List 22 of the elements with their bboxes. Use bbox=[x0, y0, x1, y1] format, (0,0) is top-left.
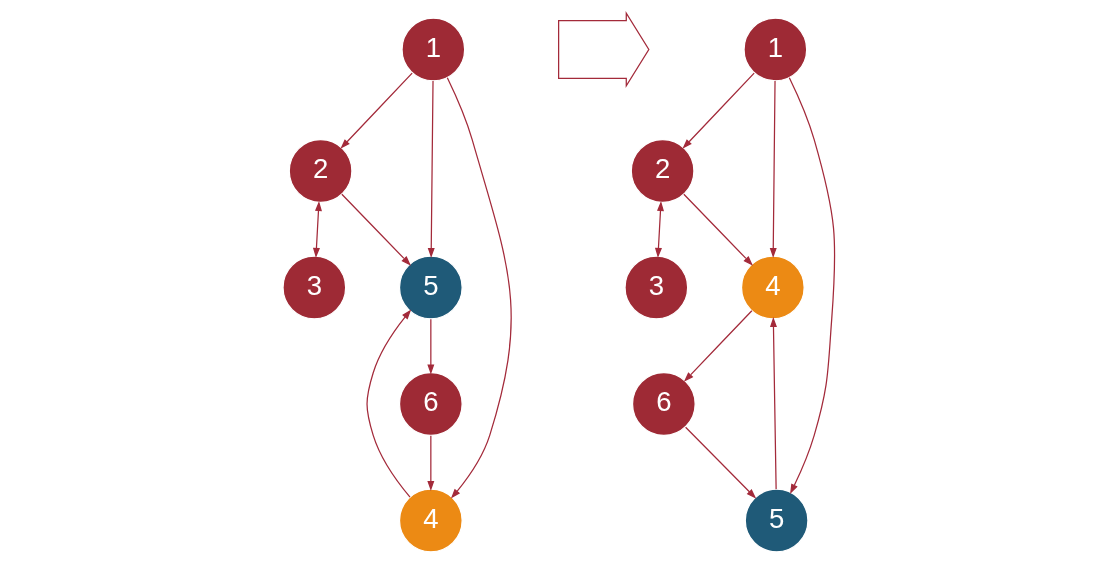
node-arrow bbox=[557, 10, 650, 88]
node-circle: 1 bbox=[742, 17, 807, 82]
arrow bbox=[769, 317, 777, 490]
arrow bbox=[312, 200, 322, 258]
arrow bbox=[365, 309, 411, 498]
arrow bbox=[446, 77, 512, 499]
arrow bbox=[788, 77, 835, 495]
arrow bbox=[769, 80, 777, 258]
arrow bbox=[681, 72, 755, 149]
arrow bbox=[654, 200, 664, 258]
arrow bbox=[426, 318, 434, 375]
node-circle: 3 bbox=[281, 255, 346, 320]
arrow bbox=[682, 193, 753, 266]
arrow bbox=[340, 193, 411, 266]
node-circle: 6 bbox=[398, 372, 463, 436]
arrow bbox=[427, 80, 435, 258]
arrow bbox=[339, 72, 413, 149]
node-circle: 1 bbox=[400, 17, 465, 82]
arrow bbox=[426, 435, 434, 491]
arrow bbox=[683, 310, 752, 382]
node-circle: 3 bbox=[623, 255, 688, 320]
arrow bbox=[684, 426, 756, 499]
